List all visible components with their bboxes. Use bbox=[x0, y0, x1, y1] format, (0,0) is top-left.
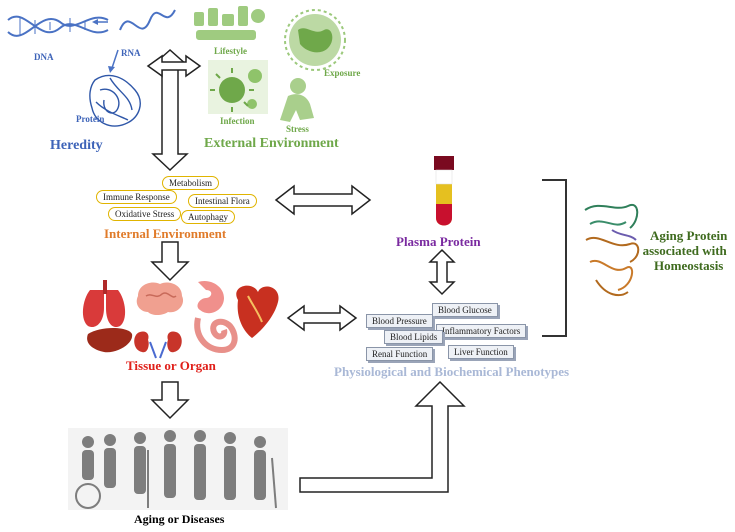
external-environment-title: External Environment bbox=[204, 136, 339, 151]
protein-label: Protein bbox=[76, 114, 105, 124]
phenotypes-title: Physiological and Biochemical Phenotypes bbox=[334, 364, 570, 379]
tissue-organ-title: Tissue or Organ bbox=[126, 358, 216, 373]
dna-label: DNA bbox=[34, 52, 54, 62]
liver-icon bbox=[87, 328, 133, 353]
heart-icon bbox=[236, 285, 279, 338]
oxidative-stress-pill: Oxidative Stress bbox=[108, 207, 182, 221]
arrow-tissue-phenotypes-icon bbox=[286, 304, 358, 332]
inflammatory-factors-box: Inflammatory Factors bbox=[436, 324, 527, 338]
heredity-title: Heredity bbox=[50, 138, 103, 153]
rna-strand-icon bbox=[119, 9, 176, 31]
blood-glucose-box: Blood Glucose bbox=[432, 303, 498, 317]
internal-environment-title: Internal Environment bbox=[104, 226, 227, 241]
intestines-icon bbox=[194, 317, 238, 354]
immune-response-pill: Immune Response bbox=[96, 190, 177, 204]
aging-diseases-title: Aging or Diseases bbox=[134, 512, 225, 526]
blood-lipids-box: Blood Lipids bbox=[384, 330, 444, 344]
dna-helix-icon bbox=[7, 15, 109, 37]
aging-protein-line-3: Homeostasis bbox=[654, 258, 724, 273]
kidneys-icon bbox=[134, 331, 182, 359]
lifestyle-icon bbox=[194, 6, 265, 40]
stress-label: Stress bbox=[286, 124, 309, 134]
lungs-icon bbox=[82, 280, 126, 328]
stress-figure-icon bbox=[280, 78, 314, 122]
infection-virus-icon bbox=[208, 60, 268, 114]
renal-function-box: Renal Function bbox=[366, 347, 434, 361]
aging-protein-line-1: Aging Protein bbox=[650, 228, 728, 243]
aging-protein-structure-icon bbox=[584, 203, 640, 297]
blood-pressure-box: Blood Pressure bbox=[366, 314, 433, 328]
intestinal-flora-pill: Intestinal Flora bbox=[188, 194, 257, 208]
arrow-aging-to-phenotypes-icon bbox=[299, 380, 466, 493]
arrow-heredity-external-icon bbox=[146, 54, 202, 78]
arrow-internal-to-tissue-icon bbox=[150, 241, 190, 282]
protein-structure-icon bbox=[89, 74, 141, 127]
arrow-tissue-to-aging-icon bbox=[150, 381, 190, 420]
lifestyle-label: Lifestyle bbox=[214, 46, 247, 56]
liver-function-box: Liver Function bbox=[448, 345, 514, 359]
brain-icon bbox=[136, 282, 184, 315]
stomach-icon bbox=[197, 280, 224, 314]
rna-label: RNA bbox=[121, 48, 141, 58]
aging-protein-title: Aging Protein associated with Homeostasi… bbox=[643, 228, 728, 273]
rna-protein-arrow-icon bbox=[111, 49, 119, 69]
exposure-label: Exposure bbox=[324, 68, 361, 78]
infection-label: Infection bbox=[220, 116, 255, 126]
arrow-plasma-phenotypes-icon bbox=[428, 248, 456, 296]
blood-tube-icon bbox=[434, 156, 454, 226]
bracket-icon bbox=[542, 179, 567, 337]
autophagy-pill: Autophagy bbox=[181, 210, 235, 224]
aging-protein-line-2: associated with bbox=[642, 243, 727, 258]
plasma-protein-title: Plasma Protein bbox=[396, 234, 481, 249]
metabolism-pill: Metabolism bbox=[162, 176, 219, 190]
arrow-internal-plasma-icon bbox=[274, 184, 372, 216]
aging-people-silhouettes-icon bbox=[68, 428, 288, 510]
exposure-globe-icon bbox=[284, 9, 346, 71]
